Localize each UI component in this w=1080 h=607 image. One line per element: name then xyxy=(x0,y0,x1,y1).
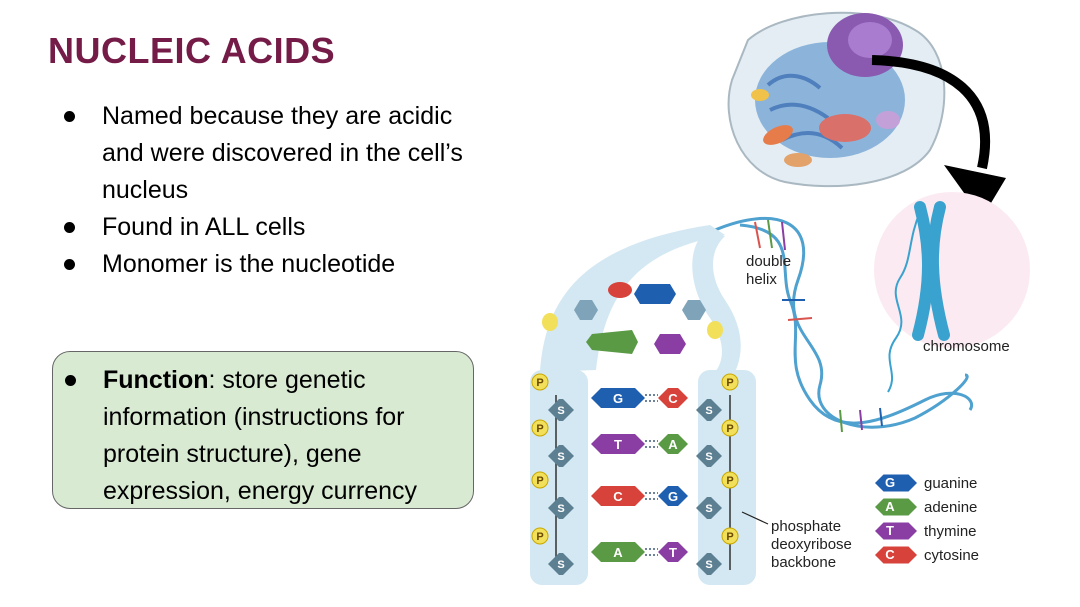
sugar-letter: S xyxy=(705,559,712,571)
base-letter: T xyxy=(669,545,677,560)
legend-label: adenine xyxy=(924,499,977,516)
phosphate-marker: P xyxy=(531,527,549,545)
thin-double-helix: double helix xyxy=(714,216,974,433)
legend-swatch xyxy=(875,546,917,564)
sugar-marker: S xyxy=(548,497,574,519)
legend-label: guanine xyxy=(924,475,977,492)
phosphate-marker: P xyxy=(531,419,549,437)
legend-letter: C xyxy=(885,547,895,562)
legend-swatch xyxy=(875,498,917,516)
function-text: Function: store genetic information (ins… xyxy=(103,362,465,510)
curved-arrow-icon xyxy=(871,55,1006,218)
legend-swatch xyxy=(875,522,917,540)
phosphate-marker: P xyxy=(721,373,739,391)
legend-letter: G xyxy=(885,475,895,490)
base-letter: G xyxy=(613,391,623,406)
sugar-marker: S xyxy=(548,399,574,421)
phosphate-letter: P xyxy=(536,475,543,487)
sugar-marker: S xyxy=(696,497,722,519)
double-helix-label: helix xyxy=(746,271,777,288)
sugar-marker: S xyxy=(696,445,722,467)
base-letter: C xyxy=(613,489,623,504)
sugar-marker: S xyxy=(548,445,574,467)
cell-illustration xyxy=(727,11,946,188)
slide-title: NUCLEIC ACIDS xyxy=(48,30,336,71)
sugar-letter: S xyxy=(557,405,564,417)
base-pair: P P S S T A xyxy=(531,419,739,467)
bullet-item: Found in ALL cells xyxy=(60,209,480,246)
chromosome-label: chromosome xyxy=(923,338,1010,355)
sugar-letter: S xyxy=(705,405,712,417)
backbone-label: backbone xyxy=(771,554,836,571)
bullet-dot xyxy=(65,375,76,386)
base-letter: G xyxy=(668,489,678,504)
phosphate-letter: P xyxy=(726,531,733,543)
base-marker: C xyxy=(658,388,688,408)
sugar-letter: S xyxy=(705,451,712,463)
legend-letter: T xyxy=(886,523,894,538)
phosphate-marker: P xyxy=(721,471,739,489)
phosphate-letter: P xyxy=(726,423,733,435)
phosphate-marker: P xyxy=(721,419,739,437)
base-marker: T xyxy=(658,542,688,562)
phosphate-letter: P xyxy=(536,377,543,389)
bullet-item: Named because they are acidic and were d… xyxy=(60,98,480,209)
base-marker: A xyxy=(591,542,645,562)
sugar-marker: S xyxy=(696,399,722,421)
backbone-label: deoxyribose xyxy=(771,536,852,553)
base-marker: A xyxy=(658,434,688,454)
base-pair-rungs: P P S S G C P P S S T A P P S S C G P P S S A T xyxy=(531,373,739,575)
phosphate-letter: P xyxy=(726,377,733,389)
base-letter: C xyxy=(668,391,678,406)
function-term: Function xyxy=(103,366,209,394)
function-description: : store genetic information (instruction… xyxy=(103,366,418,505)
phosphate-letter: P xyxy=(536,423,543,435)
chromosome-illustration: chromosome xyxy=(874,192,1030,393)
base-marker: G xyxy=(658,486,688,506)
legend-swatch xyxy=(875,474,917,492)
base-letter: A xyxy=(668,437,678,452)
base-pair: P P S S A T xyxy=(531,527,739,575)
base-marker: G xyxy=(591,388,645,408)
base-pair: P P S S G C xyxy=(531,373,739,421)
sugar-letter: S xyxy=(705,503,712,515)
phosphate-marker: P xyxy=(721,527,739,545)
legend-letter: A xyxy=(885,499,895,514)
base-marker: C xyxy=(591,486,645,506)
sugar-marker: S xyxy=(696,553,722,575)
sugar-marker: S xyxy=(548,553,574,575)
sugar-letter: S xyxy=(557,503,564,515)
double-helix-label: double xyxy=(746,253,791,270)
sugar-letter: S xyxy=(557,451,564,463)
bullet-item: Monomer is the nucleotide xyxy=(60,246,480,283)
base-marker: T xyxy=(591,434,645,454)
function-box: Function: store genetic information (ins… xyxy=(52,351,474,509)
phosphate-marker: P xyxy=(531,373,549,391)
legend-label: cytosine xyxy=(924,547,979,564)
base-letter: A xyxy=(613,545,623,560)
phosphate-marker: P xyxy=(531,471,549,489)
phosphate-letter: P xyxy=(536,531,543,543)
phosphate-letter: P xyxy=(726,475,733,487)
legend-label: thymine xyxy=(924,523,977,540)
base-pair: P P S S C G xyxy=(531,471,739,519)
base-letter: T xyxy=(614,437,622,452)
backbone-label: phosphate xyxy=(771,518,841,535)
bullet-list: Named because they are acidic and were d… xyxy=(60,98,480,283)
sugar-letter: S xyxy=(557,559,564,571)
